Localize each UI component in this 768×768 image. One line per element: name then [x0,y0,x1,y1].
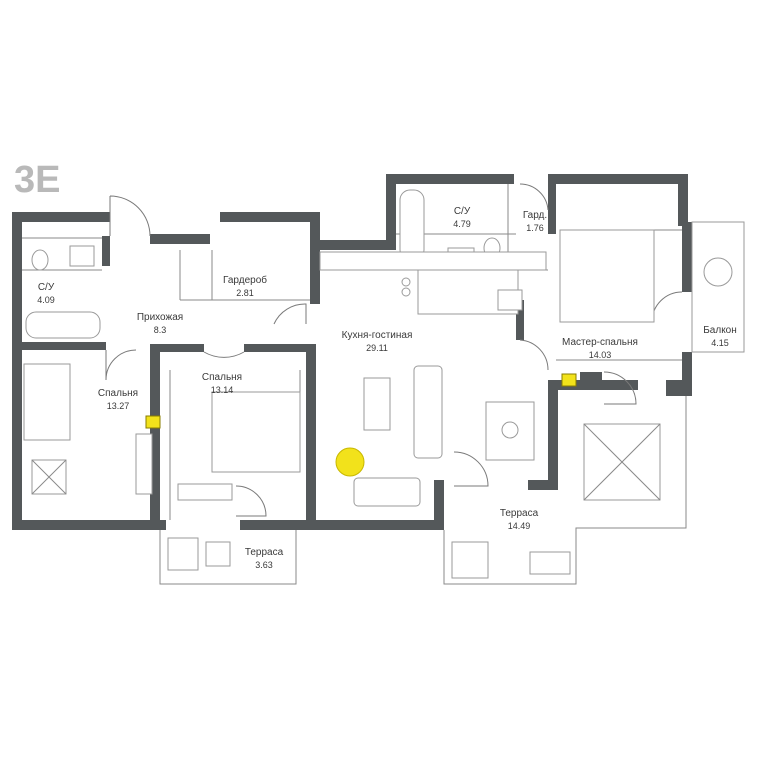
room-name-hall: Прихожая [137,312,183,323]
room-name-wardrobe: Гардероб [223,274,267,286]
toilet-icon [31,249,49,271]
sink-icon [69,245,95,267]
room-area-terrace-small: 3.63 [255,560,273,570]
room-name-bath-left: С/У [38,282,55,293]
side-table-icon [205,541,231,567]
desk [177,483,233,501]
room-area-wardrobe: 2.81 [236,288,254,298]
room-area-bedroom-mid: 13.14 [211,385,234,395]
doors [105,183,683,517]
room-area-kitchen-living: 29.11 [366,343,388,353]
bed-single [23,363,71,441]
toy-icon [145,415,161,429]
grill-icon [529,551,571,575]
room-area-bedroom-left: 13.27 [107,401,130,411]
room-area-hall: 8.3 [154,325,167,335]
room-labels: С/У 4.09 Прихожая 8.3 Гардероб 2.81 Кухн… [37,206,737,570]
bathtub-icon [25,311,101,339]
coffee-table [363,377,391,431]
room-area-master-bedroom: 14.03 [589,350,612,360]
room-name-bath-right: С/У [454,206,471,217]
armchair [353,477,421,507]
room-name-terrace-small: Терраса [245,547,284,558]
bed-double [559,229,655,323]
room-name-master-bedroom: Мастер-спальня [562,337,638,348]
kitchen-counter [319,251,547,271]
room-area-terrace-large: 14.49 [508,521,531,531]
bathtub-icon [399,189,425,261]
room-area-dressing: 1.76 [526,223,544,233]
walls [12,174,692,530]
balcony-table-icon [703,257,733,287]
room-name-kitchen-living: Кухня-гостиная [342,330,413,341]
room-name-dressing: Гард. [523,210,547,221]
room-area-balcony: 4.15 [711,338,729,348]
balcony-floor [691,221,745,353]
lounge-chair-icon [167,537,199,571]
stove-icon [401,277,411,287]
room-area-bath-right: 4.79 [453,219,471,229]
room-area-bath-left: 4.09 [37,295,55,305]
kitchen-sink-icon [497,289,523,311]
wardrobe-cabinet [135,433,153,495]
furniture [23,189,745,579]
bed-double [211,391,301,473]
room-name-terrace-large: Терраса [500,508,539,519]
room-name-balcony: Балкон [703,325,737,336]
plan-code: 3E [14,159,60,201]
lounge-chair-icon [451,541,489,579]
rug-icon [335,447,365,477]
room-name-bedroom-left: Спальня [98,388,138,399]
room-name-bedroom-mid: Спальня [202,372,242,383]
sofa [413,365,443,459]
toy-icon [561,373,577,387]
